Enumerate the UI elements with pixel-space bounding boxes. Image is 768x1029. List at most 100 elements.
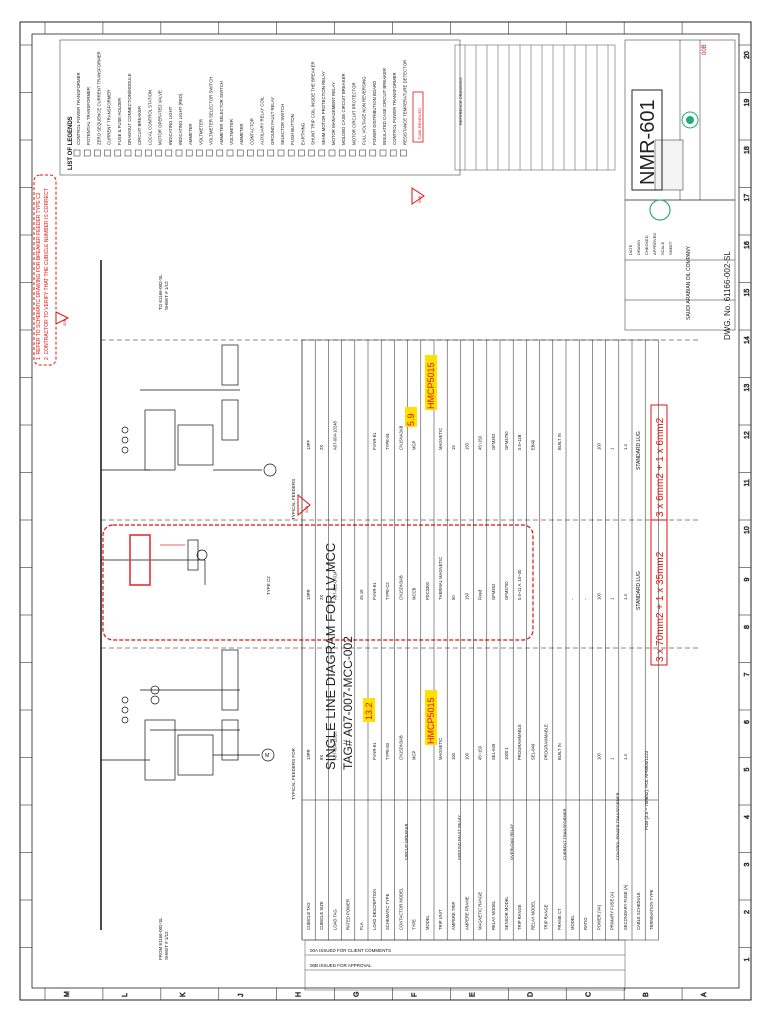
- schedule-cell-col3: 2X: [319, 445, 324, 450]
- legend-item: FULL VOLTAGE NON REVERSING: [362, 76, 367, 145]
- schedule-row-label: MODEL: [425, 914, 430, 930]
- legend-symbol: [359, 149, 366, 157]
- grid-number: 1: [744, 958, 751, 962]
- grid-number: 16: [744, 241, 751, 249]
- rev-tag-3: 00B: [417, 196, 422, 203]
- to-label: TO 61166-002-SL: [158, 274, 163, 310]
- legend-symbol: [124, 149, 132, 157]
- legend-symbol: [236, 149, 244, 157]
- titleblock-field: CHECKED: [644, 235, 649, 255]
- schedule-cell-col3: 15: [451, 445, 456, 450]
- grid-number: 4: [744, 815, 751, 819]
- hmcp-right-hl: [425, 355, 437, 410]
- cable-left: 3 x 70mm2 + 1 x 35mm2: [655, 551, 666, 662]
- schedule-cell-col1: 1.4: [623, 754, 628, 760]
- schedule-cell-col2: THERMAL MAGNETIC: [438, 557, 443, 600]
- schedule-group-label: CIRCUIT BREAKER: [404, 824, 409, 860]
- title-line2: TAG# A07-007-MCC-002: [341, 636, 355, 770]
- feeder-right: [101, 344, 277, 477]
- revision-entry: 00A ISSUED FOR CLIENT COMMENTS: [310, 948, 391, 953]
- schedule-cell-col2: 1: [610, 597, 615, 600]
- grid-letter: J: [238, 994, 245, 998]
- grid-letter: H: [296, 992, 303, 997]
- inner-border: [31, 33, 740, 989]
- bottom-revision-table: [304, 939, 626, 991]
- legend-symbol: [308, 149, 315, 157]
- schedule-row-label: SCHEMATIC TYPE: [385, 893, 390, 930]
- legend-symbol: [298, 149, 305, 157]
- schedule-cell-col1: CN15DN3AB: [398, 735, 403, 760]
- legend-item: SHUNT TRIP COIL INSIDE THE BREAKER: [311, 61, 316, 145]
- revision-cloud-middle: [102, 524, 534, 641]
- reference-block: [454, 44, 616, 171]
- schedule-cell-col3: 1: [610, 447, 615, 450]
- legend-item: AMMETER: [239, 124, 244, 146]
- schedule-cell-col2: 2X: [319, 595, 324, 600]
- legend-item: GROUND FAULT RELAY: [270, 97, 275, 145]
- schedule-cell-col1: 100: [451, 752, 456, 760]
- legend-symbol: [94, 149, 101, 157]
- legend-symbol: [83, 149, 91, 157]
- schedule-cell-col2: FDC3300: [425, 581, 430, 600]
- schedule-cell-col3: TYPE-81: [385, 432, 390, 450]
- legend-symbol: [287, 149, 295, 157]
- legend-symbol: [185, 149, 193, 157]
- schedule-group-label: OVERLOAD RELAY: [509, 824, 514, 860]
- schedule-row-label: LOAD DESCRIPTION: [372, 889, 377, 930]
- schedule-cell-col2: MCCB: [412, 587, 417, 600]
- schedule-row-label: TRIP RANGE: [517, 904, 522, 930]
- schedule-cell-col3: 150: [464, 442, 469, 450]
- schedule-cell-col1: SEL-849: [530, 743, 535, 760]
- grid-number: 3: [744, 863, 751, 867]
- grid-number: 6: [744, 720, 751, 724]
- svg-text:M: M: [265, 753, 269, 759]
- legend-item: MOTOR MANAGEMENT RELAY: [331, 82, 336, 145]
- legend-symbol: [155, 149, 162, 157]
- legend-item: MOTOR OPERATED VALVE: [158, 90, 163, 145]
- schedule-cell-col3: MCP: [412, 440, 417, 450]
- legend-item: INDICATING LIGHT: [168, 106, 173, 145]
- schedule-cell-col1: SEL-849: [491, 743, 496, 760]
- schedule-cell-col1: 8X: [319, 755, 324, 760]
- schedule-row-label: FRAME CT: [557, 908, 562, 930]
- legend-symbol: [379, 149, 387, 157]
- schedule-cell-col2: 13PR: [306, 590, 311, 600]
- legend-item: PUSH BUTTON: [290, 114, 295, 145]
- drawing-tag-box: [631, 89, 663, 191]
- cable-note: STANDARD LUG: [636, 431, 642, 470]
- legend-symbol: [73, 149, 81, 157]
- legend-item: MOLDED CASE CIRCUIT BREAKER: [341, 73, 346, 145]
- drawing-tag: NMR-601: [637, 99, 659, 185]
- feeder-dividers: [101, 339, 700, 649]
- hmcp-left: HMCP5015: [426, 697, 436, 744]
- title-rev: 00B: [702, 44, 708, 55]
- feeder-middle: [101, 534, 208, 586]
- legend-item: CONTACTOR: [249, 118, 254, 145]
- legend-item: AMMETER: [188, 124, 193, 146]
- legend-item: EARTHING: [300, 122, 305, 145]
- schedule-row-label: TYPE: [412, 919, 417, 930]
- schedule-row-label: TERMINATION TYPE: [649, 889, 654, 930]
- schedule-cell-col3: 1.4: [623, 444, 628, 450]
- schedule-cell-col1: 1: [610, 757, 615, 760]
- schedule-cell-col2: 150: [464, 592, 469, 600]
- grid-letter: E: [469, 992, 476, 997]
- dwg-no: DWG. No. 61166-002-SL: [723, 251, 732, 340]
- legend-symbol: [226, 149, 234, 157]
- grid-number: 13: [744, 384, 751, 392]
- legend-item: CURRENT TRANSFORMER: [107, 90, 112, 145]
- legend-item: AUXILIARY RELAY COIL: [260, 96, 265, 145]
- legend-item: VOLTMETER: [198, 119, 203, 145]
- grid-letter: L: [122, 993, 129, 997]
- legend-symbol: [175, 149, 183, 157]
- schedule-cell-col3: A07-004-10248: [332, 420, 337, 450]
- legend-item: RESISTANCE TEMPERATURE DETECTOR: [402, 60, 407, 145]
- legend-symbol: [349, 149, 356, 157]
- bus-label: PDB (3.5 ~ 70mm2), Pcs. AP0004/1123: [644, 750, 649, 830]
- value-left-hl: [363, 698, 375, 722]
- from-label: FROM 61166-002-SL: [158, 917, 163, 960]
- legend-symbol: [267, 149, 275, 157]
